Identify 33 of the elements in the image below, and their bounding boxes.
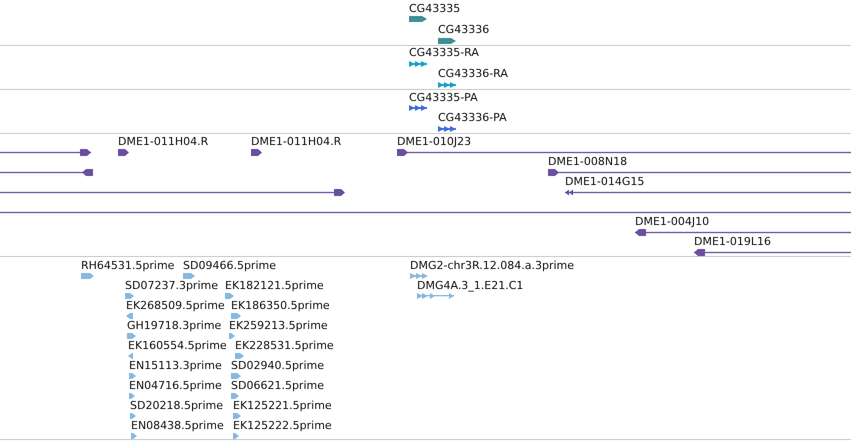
feature-label: CG43335-RA (409, 46, 479, 59)
feature-label: DME1-008N18 (548, 155, 628, 168)
feature-label: SD09466.5prime (183, 259, 276, 272)
feature-label: EK259213.5prime (229, 319, 328, 332)
feature-label: DME1-004J10 (635, 215, 710, 228)
feature-label: EK228531.5prime (235, 339, 334, 352)
feature-label: CG43336 (438, 23, 490, 36)
feature-label: EK182121.5prime (225, 279, 324, 292)
feature-label: EK125222.5prime (233, 419, 332, 432)
feature-label: EK268509.5prime (126, 299, 225, 312)
feature-label: CG43336-PA (438, 111, 507, 124)
feature-label: SD20218.5prime (130, 399, 223, 412)
feature-label: CG43335-PA (409, 91, 478, 104)
feature-label: EN15113.3prime (129, 359, 222, 372)
feature-label: CG43335 (409, 2, 460, 15)
feature-label: EN08438.5prime (131, 419, 224, 432)
feature-label: CG43336-RA (438, 67, 508, 80)
feature-label: GH19718.3prime (127, 319, 222, 332)
feature-label: EN04716.5prime (129, 379, 222, 392)
feature-label: EK160554.5prime (128, 339, 227, 352)
feature-label: DME1-014G15 (565, 175, 644, 188)
feature-label: DME1-011H04.R (118, 135, 208, 148)
feature-label: EK125221.5prime (233, 399, 332, 412)
feature-label: DME1-019L16 (694, 235, 771, 248)
feature-label: RH64531.5prime (81, 259, 174, 272)
feature-label: EK186350.5prime (231, 299, 330, 312)
feature-label: DME1-011H04.R (251, 135, 342, 148)
feature-label: SD07237.3prime (125, 279, 218, 292)
feature-label: DMG2-chr3R.12.084.a.3prime (410, 259, 574, 272)
feature-label: DME1-010J23 (397, 135, 472, 148)
feature-label: SD06621.5prime (231, 379, 324, 392)
feature-label: SD02940.5prime (231, 359, 324, 372)
feature-label: DMG4A.3_1.E21.C1 (417, 279, 524, 292)
